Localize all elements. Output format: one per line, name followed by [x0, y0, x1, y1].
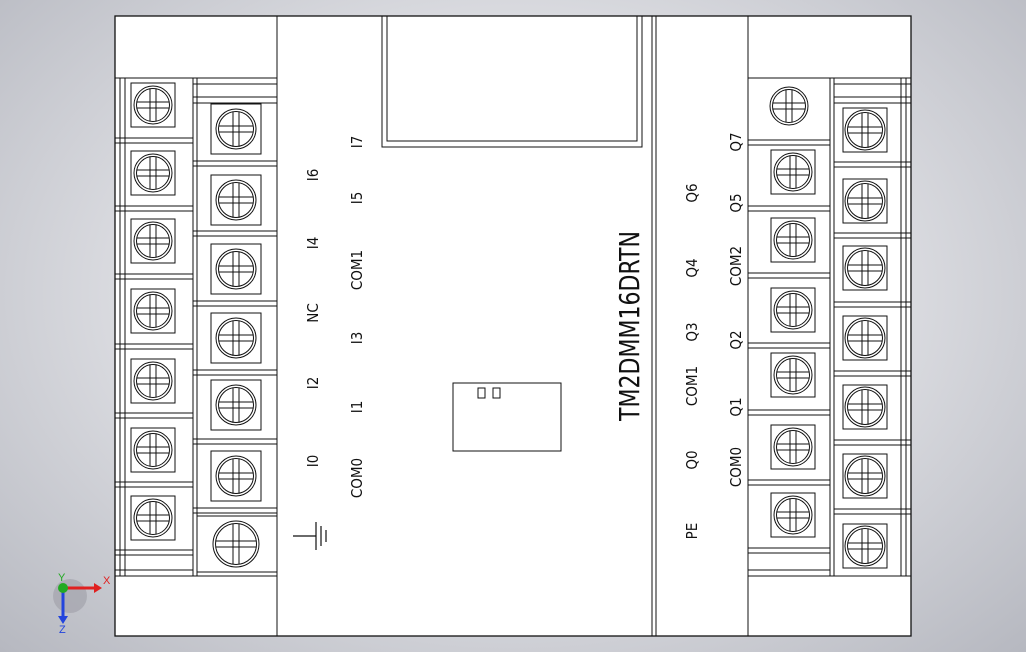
- terminal-screw-left-pe[interactable]: [212, 520, 260, 568]
- label-i5: I5: [348, 192, 366, 205]
- label-com1-output: COM1: [683, 366, 701, 406]
- label-q0: Q0: [683, 450, 701, 469]
- terminal-screw-right-a3[interactable]: [770, 352, 816, 398]
- coordinate-triad[interactable]: X Y Z: [53, 572, 111, 636]
- model-name: TM2DMM16DRTN: [613, 231, 646, 422]
- z-axis-label: Z: [59, 624, 66, 636]
- terminal-screw-left-a6[interactable]: [130, 495, 176, 541]
- label-i6: I6: [304, 169, 322, 182]
- label-q6: Q6: [683, 183, 701, 202]
- label-i1: I1: [348, 401, 366, 414]
- terminal-screw-left-b3[interactable]: [210, 312, 262, 364]
- label-i3: I3: [348, 332, 366, 345]
- label-q7: Q7: [727, 132, 745, 151]
- label-q1: Q1: [727, 397, 745, 416]
- label-com1-input: COM1: [348, 250, 366, 290]
- label-com0-input: COM0: [348, 458, 366, 498]
- label-i0: I0: [304, 455, 322, 468]
- left-terminal-block: [115, 77, 278, 577]
- terminal-screw-left-a5[interactable]: [130, 427, 176, 473]
- label-q5: Q5: [727, 193, 745, 212]
- input-labels: I0 I2 NC I4 I6 COM0 I1 I3 COM1 I5 I7: [304, 136, 366, 498]
- x-axis-label: X: [103, 575, 111, 587]
- label-i4: I4: [304, 237, 322, 250]
- dip-switch: [452, 382, 562, 452]
- plc-module-drawing: [114, 15, 912, 637]
- terminal-screw-right-top[interactable]: [769, 86, 809, 126]
- terminal-screw-left-a4[interactable]: [130, 358, 176, 404]
- right-terminal-block: [748, 77, 911, 577]
- terminal-screw-left-a3[interactable]: [130, 288, 176, 334]
- y-axis-dot-icon: [58, 583, 68, 593]
- display-window: [381, 15, 643, 148]
- terminal-screw-right-b0[interactable]: [842, 107, 888, 153]
- terminal-screw-left-b2[interactable]: [210, 243, 262, 295]
- terminal-screw-left-b0[interactable]: [210, 103, 262, 155]
- terminal-screw-left-b1[interactable]: [210, 174, 262, 226]
- terminal-screw-left-a1[interactable]: [130, 150, 176, 196]
- x-axis-arrow-icon: [94, 583, 102, 593]
- label-pe: PE: [683, 523, 701, 540]
- z-axis-arrow-icon: [58, 616, 68, 624]
- terminal-screw-right-b1[interactable]: [842, 178, 888, 224]
- terminal-screw-left-a2[interactable]: [130, 218, 176, 264]
- terminal-screw-right-a2[interactable]: [770, 287, 816, 333]
- label-i7: I7: [348, 136, 366, 149]
- label-nc: NC: [304, 303, 322, 323]
- label-q4: Q4: [683, 258, 701, 277]
- ground-symbol-icon: [293, 522, 327, 550]
- terminal-screw-right-a0[interactable]: [770, 149, 816, 195]
- label-q2: Q2: [727, 330, 745, 349]
- terminal-screw-right-b2[interactable]: [842, 245, 888, 291]
- output-labels: PE Q0 COM1 Q3 Q4 Q6 COM0 Q1 Q2 COM2 Q5 Q…: [683, 132, 745, 539]
- terminal-screw-right-b5[interactable]: [842, 453, 888, 499]
- terminal-screw-left-b4[interactable]: [210, 379, 262, 431]
- label-i2: I2: [304, 377, 322, 390]
- terminal-screw-right-a5[interactable]: [770, 492, 816, 538]
- y-axis-label: Y: [58, 572, 66, 584]
- terminal-screw-right-a4[interactable]: [770, 424, 816, 470]
- terminal-screw-right-b6[interactable]: [842, 523, 888, 569]
- label-q3: Q3: [683, 322, 701, 341]
- triad-shadow: [53, 579, 87, 613]
- terminal-screw-left-a0[interactable]: [130, 82, 176, 128]
- terminal-screw-left-b5[interactable]: [210, 450, 262, 502]
- terminal-screw-right-a1[interactable]: [770, 217, 816, 263]
- terminal-screw-right-b4[interactable]: [842, 384, 888, 430]
- label-com2: COM2: [727, 246, 745, 286]
- label-com0-output: COM0: [727, 447, 745, 487]
- terminal-screw-right-b3[interactable]: [842, 315, 888, 361]
